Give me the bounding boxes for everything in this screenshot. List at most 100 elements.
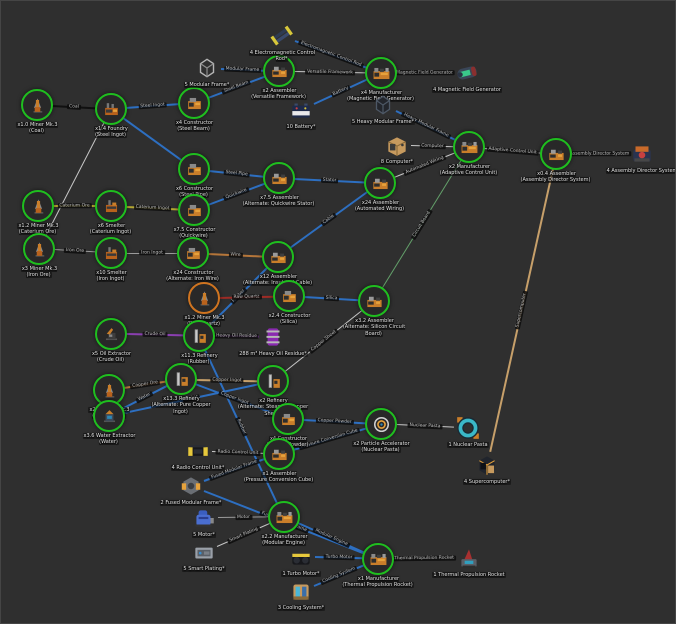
fused-frame-icon xyxy=(181,477,201,495)
machine-node-pure_copper[interactable]: x13.3 Refinery(Alternate: Pure Copper In… xyxy=(151,363,211,415)
edge-iron_smelter-iron_wire: Iron Ingot xyxy=(126,250,178,256)
machine-node-rubber[interactable]: x11.3 Refinery(Rubber) xyxy=(180,320,218,366)
node-label: x1.4 Foundry(Steel Ingot) xyxy=(94,126,128,139)
machine-node-tpr[interactable]: x1 Manufacturer(Thermal Propulsion Rocke… xyxy=(342,543,414,589)
machine-node-scb[interactable]: x3.2 Assembler(Alternate: Silicon Circui… xyxy=(342,285,406,337)
radio-unit-icon xyxy=(188,445,208,456)
edge-qs-aw: Stator xyxy=(293,177,366,184)
edge-rcu-pcc: Radio Control Unit xyxy=(211,448,265,457)
node-label: 4 Assembly Director System xyxy=(604,168,675,174)
edge-motor-mod_engine: Motor xyxy=(217,514,269,521)
node-label: x0.4 Assembler(Assembly Director System) xyxy=(520,171,592,184)
edge-label: Steel Ingot xyxy=(138,102,167,110)
foundry-icon xyxy=(104,102,118,115)
assembler-icon xyxy=(548,149,564,160)
edge-label: Circuit Board xyxy=(410,208,433,240)
refinery-icon xyxy=(268,373,280,388)
node-label: 4 Supercomputer* xyxy=(463,479,511,485)
machine-node-aw[interactable]: x24 Assembler(Automated Wiring) xyxy=(354,167,406,213)
item-node-rcu[interactable]: 4 Radio Control Unit* xyxy=(170,438,226,471)
cargo-box-icon xyxy=(388,137,406,156)
item-node-motor[interactable]: 5 Motor* xyxy=(191,505,217,538)
machine-node-iron_smelter[interactable]: x10 Smelter(Iron Ingot) xyxy=(95,237,127,283)
item-node-fmf[interactable]: 2 Fused Modular Frame* xyxy=(159,473,223,506)
edge-acu-ads: Adaptive Control Unit xyxy=(483,145,542,156)
item-node-mfg_item[interactable]: 4 Magnetic Field Generator xyxy=(432,60,502,93)
edge-label: Crude Oil xyxy=(142,332,168,338)
machine-node-copper_sheet[interactable]: x2 Refinery(Alternate: Steamed Copper Sh… xyxy=(237,365,309,417)
machine-node-foundry[interactable]: x1.4 Foundry(Steel Ingot) xyxy=(94,93,128,139)
machine-node-qs[interactable]: x7.5 Assembler(Alternate: Quickwire Stat… xyxy=(242,162,316,208)
supercomputer-icon xyxy=(479,456,495,475)
machine-node-quickwire[interactable]: x7.5 Constructor(Quickwire) xyxy=(172,194,216,240)
edge-label: Thermal Propulsion Rocket xyxy=(392,555,456,562)
machine-node-steel_beam[interactable]: x4 Constructor(Steel Beam) xyxy=(174,87,214,133)
edge-pa-pasta: Nuclear Pasta xyxy=(395,422,455,430)
item-node-smart[interactable]: 5 Smart Plating* xyxy=(182,539,226,572)
miner-icon xyxy=(105,382,114,398)
barrel-icon xyxy=(266,328,280,346)
battery-icon xyxy=(292,103,310,118)
dark-cube-icon xyxy=(375,95,391,115)
node-label: x3.2 Assembler(Alternate: Silicon Circui… xyxy=(342,318,406,337)
machine-node-cat_miner[interactable]: x1.2 Miner Mk.3(Caterium Ore) xyxy=(17,190,59,236)
edge-silica-scb: Silica xyxy=(303,295,360,302)
item-node-pasta[interactable]: 1 Nuclear Pasta xyxy=(447,415,489,448)
node-label: x11.3 Refinery(Rubber) xyxy=(180,353,218,366)
item-node-modframe[interactable]: 5 Modular Frame* xyxy=(183,55,231,88)
item-node-battery[interactable]: 10 Battery* xyxy=(285,97,317,130)
machine-node-ins_cable[interactable]: x12 Assembler(Alternate: Insulated Cable… xyxy=(242,241,314,287)
edge-cat_miner-cat_smelter: Caterium Ore xyxy=(53,203,96,209)
item-node-turbo[interactable]: 1 Turbo Motor* xyxy=(281,544,321,577)
machine-node-iron_wire[interactable]: x24 Constructor(Alternate: Iron Wire) xyxy=(166,237,220,283)
machine-node-iron_miner[interactable]: x3 Miner Mk.3(Iron Ore) xyxy=(20,233,58,279)
machine-node-silica[interactable]: x2.4 Constructor(Silica) xyxy=(267,280,311,326)
machine-node-ads[interactable]: x0.4 Assembler(Assembly Director System) xyxy=(520,138,592,184)
constructor-icon xyxy=(187,97,201,109)
machine-node-water_ext[interactable]: x3.6 Water Extractor(Water) xyxy=(82,400,136,446)
edge-label: Nuclear Pasta xyxy=(407,422,443,430)
water-extractor-icon xyxy=(103,409,115,422)
machine-node-quartz_miner[interactable]: x1.2 Miner Mk.3(Raw Quartz) xyxy=(183,282,225,328)
edge-tpr-tpr_item: Thermal Propulsion Rocket xyxy=(392,555,456,562)
machine-node-steel_pipe[interactable]: x6 Constructor(Steel Pipe) xyxy=(174,153,214,199)
machine-node-magfield[interactable]: x4 Manufacturer(Magnetic Field Generator… xyxy=(347,57,415,103)
item-node-ads_item[interactable]: 4 Assembly Director System xyxy=(605,141,675,174)
edge-label: Cable xyxy=(320,212,338,228)
node-label: 4 Electromagnetic Control Rod* xyxy=(248,50,316,63)
edge-ads-ads_item: Assembly Director System xyxy=(567,151,632,157)
machine-node-coal_miner[interactable]: x1.0 Miner Mk.3(Coal) xyxy=(16,89,58,135)
item-node-hor[interactable]: 288 m³ Heavy Oil Residue* xyxy=(238,324,308,357)
edge-foundry-steel_beam: Steel Ingot xyxy=(125,102,180,110)
node-label: 1 Nuclear Pasta xyxy=(447,442,489,448)
item-node-computer[interactable]: 8 Computer* xyxy=(379,132,415,165)
node-label: x24 Assembler(Automated Wiring) xyxy=(354,200,406,213)
edge-label: Silica xyxy=(323,295,340,302)
edge-label: Iron Ore xyxy=(63,247,87,255)
item-node-tpr_item[interactable]: 1 Thermal Propulsion Rocket xyxy=(432,545,506,578)
cooling-unit-icon xyxy=(293,584,309,600)
item-node-cooling[interactable]: 3 Cooling System* xyxy=(276,578,326,611)
item-node-hmf[interactable]: 5 Heavy Modular Frame* xyxy=(350,92,416,125)
edge-label: Supercomputer xyxy=(514,290,529,330)
edge-magfield-mfg_item: Magnetic Field Generator xyxy=(394,70,455,76)
machine-node-cat_smelter[interactable]: x6 Smelter(Caterium Ingot) xyxy=(89,190,133,236)
node-label: 1 Thermal Propulsion Rocket xyxy=(432,572,506,578)
node-label: 1 Turbo Motor* xyxy=(281,571,321,577)
node-label: x13.3 Refinery(Alternate: Pure Copper In… xyxy=(151,396,211,415)
machine-node-pa[interactable]: x2 Particle Accelerator(Nuclear Pasta) xyxy=(352,408,410,454)
machine-node-oil_ext[interactable]: x5 Oil Extractor(Crude Oil) xyxy=(90,318,132,364)
node-label: 5 Motor* xyxy=(192,532,216,538)
node-label: x4 Constructor(Steel Beam) xyxy=(174,120,214,133)
machine-node-pcc[interactable]: x1 Assembler(Pressure Conversion Cube) xyxy=(243,438,315,484)
node-label: x24 Constructor(Alternate: Iron Wire) xyxy=(166,270,220,283)
item-node-emcr[interactable]: 4 Electromagnetic Control Rod* xyxy=(248,23,316,63)
edge-label: Motor xyxy=(234,514,253,521)
item-node-supercomp[interactable]: 4 Supercomputer* xyxy=(463,452,511,485)
machine-node-copper_powder[interactable]: x4 Constructor(Copper Powder) xyxy=(266,403,310,449)
machine-node-mod_engine[interactable]: x2.2 Manufacturer(Modular Engine) xyxy=(260,501,308,547)
machine-node-acu[interactable]: x2 Manufacturer(Adaptive Control Unit) xyxy=(439,131,499,177)
motor-icon xyxy=(195,510,214,527)
edge-label: Adaptive Control Unit xyxy=(486,145,539,156)
edge-coal_miner-foundry: Coal xyxy=(51,103,97,111)
